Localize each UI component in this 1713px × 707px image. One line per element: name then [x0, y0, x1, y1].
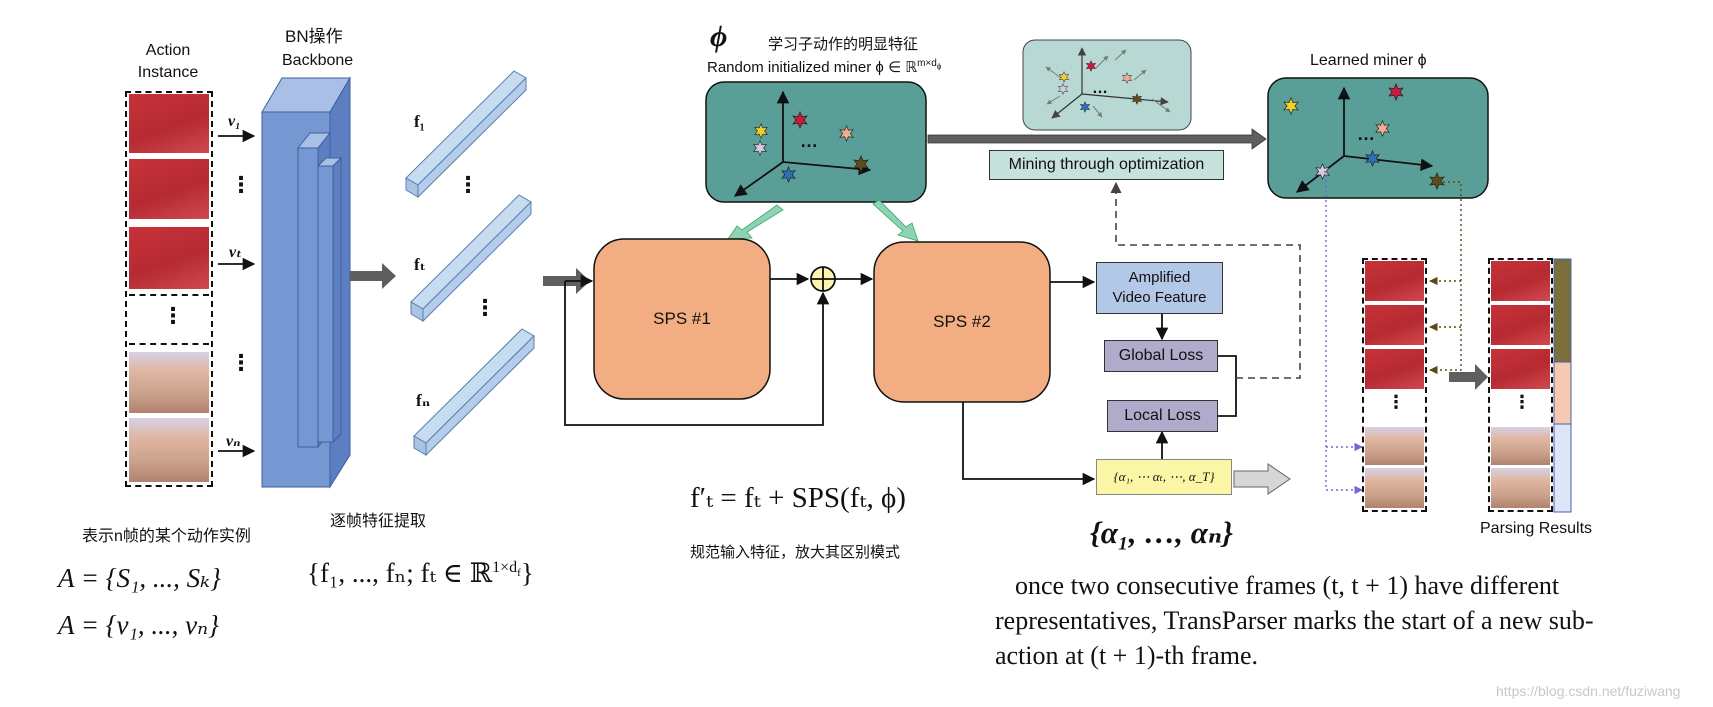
- mining-optimization-label: Mining through optimization: [989, 150, 1224, 180]
- phi-caption-cn: 学习子动作的明显特征: [768, 36, 919, 53]
- frame-thumbnail: [129, 227, 209, 289]
- watermark: https://blog.csdn.net/fuziwang: [1496, 683, 1681, 699]
- frame-thumbnail: [1365, 305, 1424, 345]
- sps2-label: SPS #2: [933, 312, 991, 331]
- frame-thumbnail: [1365, 349, 1424, 389]
- arrow-ellipsis: ⋮: [230, 350, 252, 375]
- segmentation-bar: [1553, 258, 1572, 513]
- frame-gap: [1491, 393, 1550, 423]
- alpha-output-arrow: [1233, 463, 1291, 495]
- input-frames-strip: [1362, 258, 1427, 512]
- frame-thumbnail: [1491, 261, 1550, 301]
- optimize-arrow: [927, 128, 1267, 150]
- miner-to-frames-dotted: [1324, 171, 1462, 495]
- parsing-results-label: Parsing Results: [1480, 520, 1593, 537]
- flow-connectors: [564, 272, 1237, 486]
- frame-thumbnail: [129, 418, 209, 482]
- equation-a-frames: A = {v₁, ..., vₙ}: [58, 610, 219, 640]
- v1-label: v₁: [228, 113, 241, 130]
- phi-symbol: ϕ: [710, 20, 728, 53]
- vt-label: vₜ: [229, 244, 243, 261]
- frame-thumbnail: [129, 94, 209, 153]
- frame-gap: [1365, 393, 1424, 423]
- random-miner-axes: [733, 90, 872, 197]
- mining-preview-motion-arrows: [1045, 49, 1171, 118]
- f1-label: f₁: [414, 112, 425, 131]
- feature-ellipsis: ⋮: [457, 172, 479, 197]
- arrow-ellipsis: ⋮: [230, 172, 252, 197]
- equation-a-subactions: A = {S₁, ..., Sₖ}: [58, 563, 221, 593]
- fn-label: fₙ: [416, 391, 431, 410]
- feature-bars: [405, 70, 535, 457]
- frame-thumbnail: [1491, 349, 1550, 389]
- sps1-label: SPS #1: [653, 309, 711, 328]
- random-miner-ellipsis: …: [800, 131, 818, 151]
- frame-thumbnail: [1365, 468, 1424, 508]
- frame-thumbnail: [129, 352, 209, 413]
- local-loss-box: Local Loss: [1107, 400, 1218, 432]
- action-instance-frames: [125, 91, 213, 487]
- amplified-feature-box: Amplified Video Feature: [1096, 262, 1223, 314]
- frame-gap: [129, 294, 209, 345]
- frame-to-backbone-arrows: [218, 129, 256, 458]
- learned-miner-box: [1267, 77, 1489, 199]
- backbone-label: Backbone: [282, 52, 354, 69]
- frame-thumbnail: [129, 159, 209, 219]
- ft-label: fₜ: [414, 255, 426, 274]
- mining-preview-ellipsis: …: [1092, 80, 1108, 97]
- learned-miner-ellipsis: …: [1357, 124, 1375, 144]
- residual-formula: f′ₜ = fₜ + SPS(fₜ, ϕ): [690, 482, 906, 514]
- learned-miner-label: Learned miner ϕ: [1310, 52, 1427, 69]
- sum-node: [810, 266, 836, 292]
- action-instance-label: Action Instance: [137, 42, 199, 81]
- alpha-sequence-box: {α₁, ⋯ αₜ, ⋯, α_T}: [1096, 459, 1232, 495]
- alpha-set: {α₁, …, αₙ}: [1090, 515, 1233, 550]
- features-caption-cn: 逐帧特征提取: [330, 513, 427, 530]
- frame-ellipsis: ⋮: [1513, 392, 1531, 412]
- global-loss-box: Global Loss: [1104, 340, 1218, 372]
- formula-caption-cn: 规范输入特征，放大其区别模式: [690, 544, 901, 561]
- frame-thumbnail: [1491, 427, 1550, 465]
- vn-label: vₙ: [226, 433, 241, 450]
- frames-caption-cn: 表示n帧的某个动作实例: [82, 528, 251, 545]
- sps1-box: [593, 238, 771, 400]
- backbone-blocks: [261, 76, 351, 489]
- feature-ellipsis: ⋮: [474, 295, 496, 320]
- frame-thumbnail: [1365, 427, 1424, 465]
- equation-feature-set: {f₁, ..., fₙ; fₜ ∈ ℝ1×df}: [307, 558, 534, 588]
- parsed-frames-strip: [1488, 258, 1553, 512]
- bn-op-label: BN操作: [285, 27, 343, 46]
- frame-ellipsis: ⋮: [1387, 392, 1405, 412]
- frame-ellipsis: ⋮: [162, 303, 184, 328]
- sps2-box: [873, 241, 1051, 403]
- miner-to-sps-arrows: [727, 199, 919, 242]
- frame-thumbnail: [1491, 305, 1550, 345]
- feedback-dashed-line: [1110, 181, 1301, 379]
- method-paragraph: once two consecutive frames (t, t + 1) h…: [995, 571, 1594, 670]
- frame-thumbnail: [1365, 261, 1424, 301]
- random-miner-label: Random initialized miner ϕ ∈ ℝm×dϕ: [707, 58, 942, 76]
- frame-thumbnail: [1491, 468, 1550, 508]
